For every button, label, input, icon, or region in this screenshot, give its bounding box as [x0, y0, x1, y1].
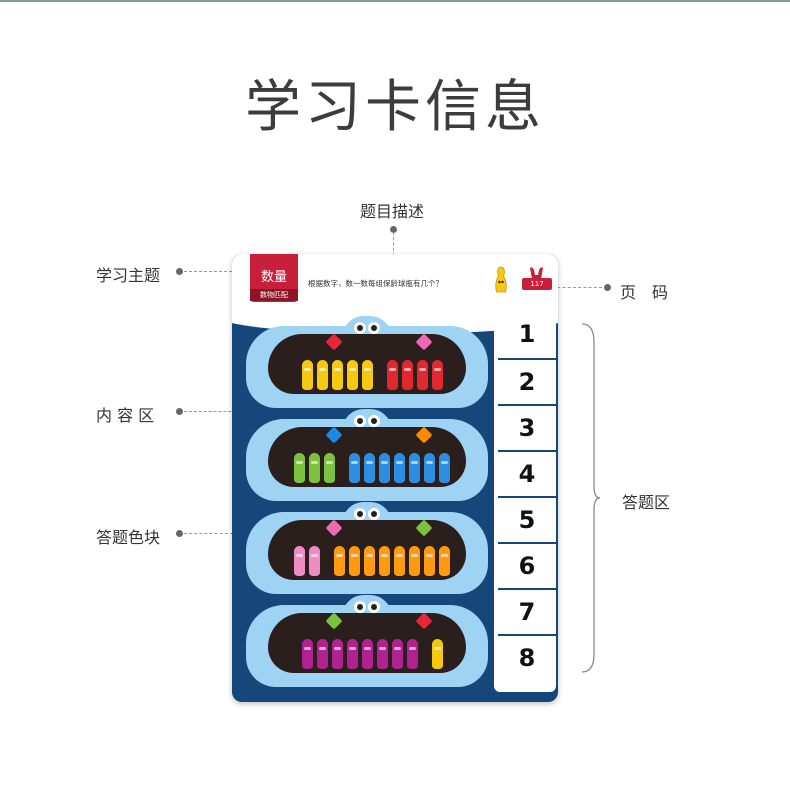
bowling-pin: [316, 639, 328, 669]
eye-icon: [354, 601, 366, 613]
card-header: 数量 数物匹配 根据数字，数一数每组保龄球瓶有几个？ 117: [232, 254, 558, 304]
page-title: 学习卡信息: [245, 75, 545, 140]
topic-tag: 数量 数物匹配: [250, 254, 298, 302]
bowling-pin: [386, 360, 398, 390]
bowling-pin: [294, 453, 305, 483]
bowling-pin: [309, 453, 320, 483]
bowling-pin: [406, 639, 418, 669]
callout-dot: [176, 530, 183, 537]
bowling-pin: [376, 639, 388, 669]
topic-sublabel: 数物匹配: [250, 289, 298, 301]
bowling-pin: [309, 546, 320, 576]
bowling-pin: [349, 546, 360, 576]
eye-icon: [354, 415, 366, 427]
callout-description: 题目描述: [360, 202, 425, 221]
answer-box-8[interactable]: 8: [498, 634, 556, 680]
callout-answer-color-block: 答题色块: [96, 528, 161, 547]
bowling-pin: [331, 360, 343, 390]
callout-topic: 学习主题: [96, 266, 161, 285]
bowling-pin: [424, 453, 435, 483]
bunny-icon: [530, 267, 543, 279]
monster-eyes: [342, 595, 392, 617]
answer-box-5[interactable]: 5: [498, 496, 556, 542]
bowling-pin: [431, 639, 443, 669]
bowling-pin: [294, 546, 305, 576]
answer-column: 1 2 3 4 5 6 7 8: [494, 312, 556, 692]
bowling-pin: [424, 546, 435, 576]
bowling-pin: [331, 639, 343, 669]
answer-box-2[interactable]: 2: [498, 358, 556, 404]
top-rule: [0, 0, 790, 2]
callout-dot: [390, 226, 397, 233]
callout-page-number: 页 码: [620, 283, 669, 302]
bowling-pin: [394, 546, 405, 576]
bowling-pin: [379, 546, 390, 576]
eye-icon: [354, 322, 366, 334]
learning-card: 数量 数物匹配 根据数字，数一数每组保龄球瓶有几个？ 117 1 2 3 4 5…: [232, 254, 558, 702]
monster-group-3: [246, 502, 488, 594]
bowling-pin: [334, 546, 345, 576]
callout-dot: [604, 284, 611, 291]
bowling-pin: [439, 453, 450, 483]
bowling-pin: [301, 360, 313, 390]
monster-eyes: [342, 409, 392, 431]
bowling-pin-icon: [495, 266, 507, 293]
bowling-pin: [324, 453, 335, 483]
bowling-pin: [361, 360, 373, 390]
bowling-pin: [364, 546, 375, 576]
eye-icon: [368, 415, 380, 427]
bowling-pin: [379, 453, 390, 483]
answer-box-4[interactable]: 4: [498, 450, 556, 496]
bowling-pin: [394, 453, 405, 483]
answer-area-bracket: [581, 323, 601, 673]
bowling-pin: [364, 453, 375, 483]
bowling-pin: [409, 453, 420, 483]
answer-box-7[interactable]: 7: [498, 588, 556, 634]
callout-line: [184, 411, 256, 412]
bowling-pin: [439, 546, 450, 576]
question-text: 根据数字，数一数每组保龄球瓶有几个？: [308, 279, 443, 288]
callout-answer-area: 答题区: [622, 493, 671, 512]
bowling-pin: [316, 360, 328, 390]
monster-group-4: [246, 595, 488, 687]
bowling-pin: [391, 639, 403, 669]
page-number: 117: [522, 278, 552, 290]
callout-dot: [176, 408, 183, 415]
eye-icon: [368, 601, 380, 613]
callout-dot: [176, 268, 183, 275]
answer-box-6[interactable]: 6: [498, 542, 556, 588]
bowling-pin: [301, 639, 313, 669]
answer-box-3[interactable]: 3: [498, 404, 556, 450]
bowling-pin: [346, 639, 358, 669]
monster-eyes: [342, 502, 392, 524]
bowling-pin: [416, 360, 428, 390]
callout-line: [184, 271, 252, 272]
bowling-pin: [401, 360, 413, 390]
answer-box-1[interactable]: 1: [518, 320, 536, 348]
callout-line: [552, 287, 602, 288]
callout-content-area: 内 容 区: [96, 406, 155, 425]
eye-icon: [368, 322, 380, 334]
bowling-pin: [409, 546, 420, 576]
eye-icon: [354, 508, 366, 520]
bowling-pin: [349, 453, 360, 483]
bowling-pin: [431, 360, 443, 390]
monster-eyes: [342, 316, 392, 338]
monster-group-1: [246, 316, 488, 408]
eye-icon: [368, 508, 380, 520]
monster-group-2: [246, 409, 488, 501]
topic-label: 数量: [260, 270, 287, 285]
bowling-pin: [361, 639, 373, 669]
bowling-pin: [346, 360, 358, 390]
